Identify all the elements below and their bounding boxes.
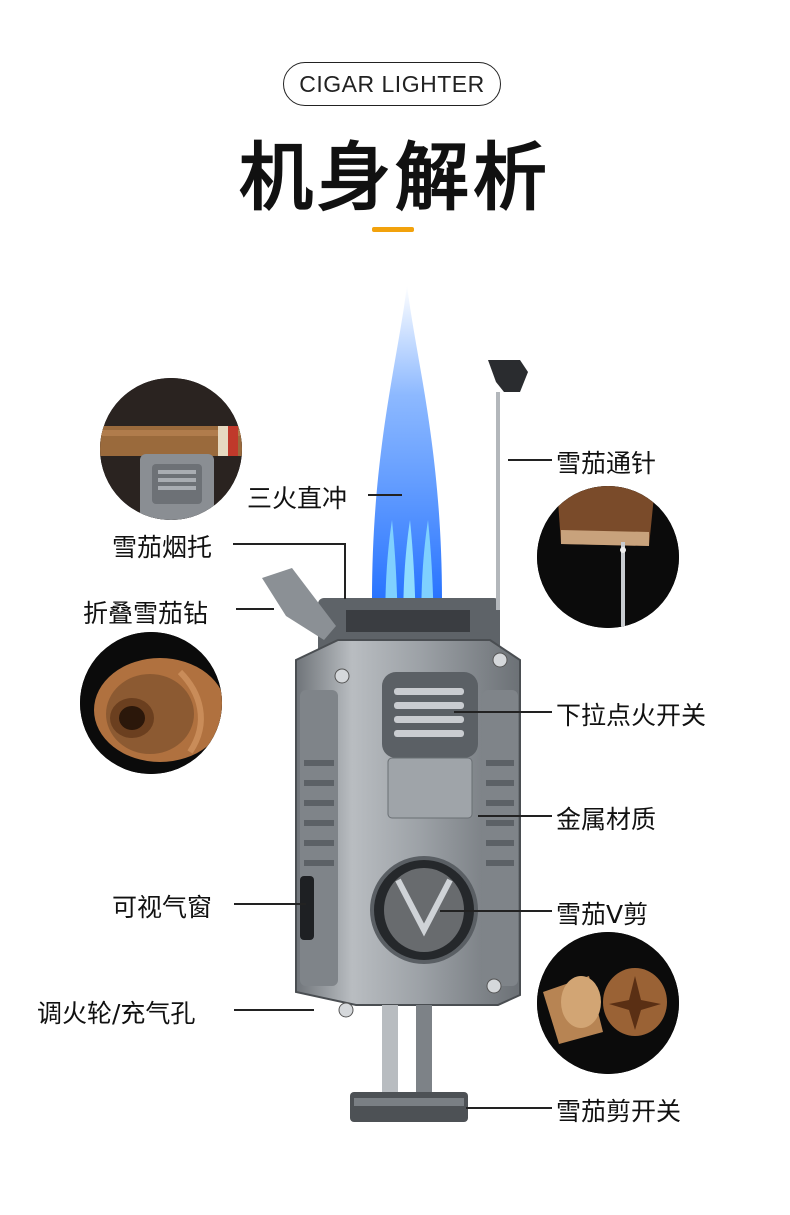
callout-line-metal-body [478, 815, 552, 817]
side-ribs [304, 760, 514, 866]
cigar-rest-illustration [100, 378, 242, 520]
callout-line-cigar-rest-v [344, 543, 346, 599]
callout-folding-drill: 折叠雪茄钻 [83, 599, 209, 628]
detail-v-cut-photo [537, 932, 679, 1074]
callout-cigar-needle: 雪茄通针 [556, 449, 657, 478]
callout-line-cigar-rest-h [233, 543, 345, 545]
category-badge-text: CIGAR LIGHTER [299, 70, 485, 97]
top-grille [346, 610, 470, 632]
v-cut-illustration [537, 932, 679, 1074]
callout-line-adjust-wheel [234, 1009, 314, 1011]
detail-cigar-rest-photo [100, 378, 242, 520]
blue-flame [372, 285, 442, 600]
cigar-drill-illustration [80, 632, 222, 774]
callout-line-folding-drill [236, 608, 274, 610]
cutter-rod-left [382, 1005, 398, 1095]
callout-line-gas-window [234, 903, 306, 905]
callout-gas-window: 可视气窗 [112, 893, 213, 922]
cutter-rod-right [416, 1005, 432, 1095]
callout-cutter-switch: 雪茄剪开关 [556, 1097, 682, 1126]
callout-adjust-wheel: 调火轮/充气孔 [37, 999, 196, 1028]
ignition-switch [382, 672, 478, 758]
knurled-panel [387, 757, 473, 819]
gas-window [300, 876, 314, 940]
detail-cigar-drill-photo [80, 632, 222, 774]
cigar-needle-shaft [496, 392, 500, 610]
ignition-ridges [394, 688, 464, 737]
folding-drill [262, 568, 336, 640]
callout-pull-ignition: 下拉点火开关 [556, 701, 707, 730]
callout-line-cigar-needle [508, 459, 552, 461]
callout-triple-flame: 三火直冲 [247, 484, 348, 513]
cigar-needle-illustration [537, 486, 679, 628]
detail-cigar-needle-photo [537, 486, 679, 628]
title-accent-divider [372, 227, 414, 232]
callout-line-triple-flame [368, 494, 402, 496]
callout-v-cutter: 雪茄V剪 [556, 900, 649, 929]
callout-line-cutter-switch [466, 1107, 552, 1109]
cigar-needle-head [488, 360, 528, 392]
side-rail-left [300, 690, 338, 986]
cutter-switch [350, 1092, 468, 1122]
side-rail-right [482, 690, 518, 986]
callout-cigar-rest: 雪茄烟托 [112, 533, 213, 562]
callout-metal-body: 金属材质 [556, 805, 657, 834]
callout-line-pull-ignition [454, 711, 552, 713]
category-badge: CIGAR LIGHTER [283, 62, 501, 106]
callout-line-v-cutter [440, 910, 552, 912]
page-title: 机身解析 [239, 135, 551, 221]
